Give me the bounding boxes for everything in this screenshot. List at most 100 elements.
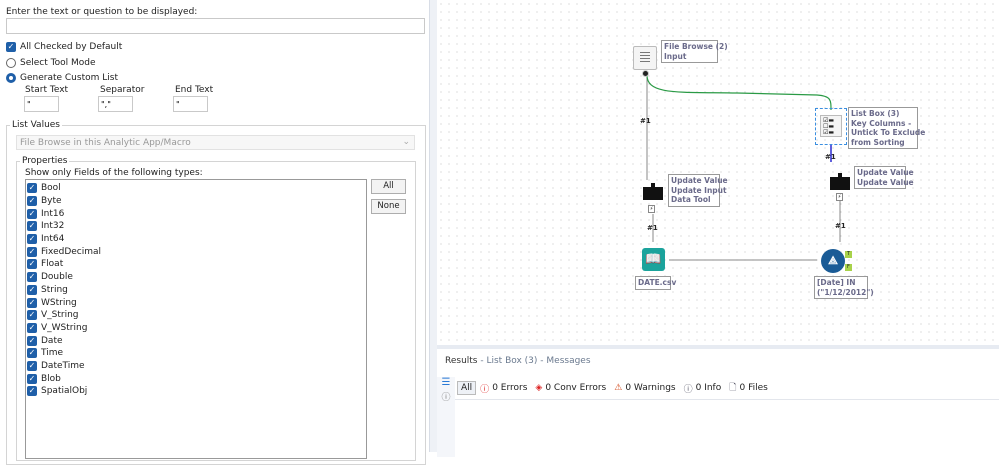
field-type-label: FixedDecimal: [41, 246, 102, 257]
filter-tool-icon[interactable]: ⟁: [821, 249, 845, 273]
checkbox[interactable]: ✓: [27, 246, 37, 257]
field-type-label: String: [41, 284, 68, 295]
checkbox[interactable]: ✓: [27, 297, 37, 308]
update-value-left-label: Update Value Update Input Data Tool: [668, 174, 728, 207]
results-breadcrumb: - List Box (3) - Messages: [480, 356, 591, 366]
field-type-item[interactable]: ✓ V_WString: [27, 322, 365, 335]
field-type-label: Blob: [41, 373, 61, 384]
update-value-tool-left[interactable]: [643, 183, 663, 200]
results-title: Results: [445, 356, 478, 366]
conv-errors-filter[interactable]: ◈0 Conv Errors: [535, 383, 606, 393]
filter-label: [Date] IN ("1/12/2012"): [814, 276, 874, 299]
show-only-label: Show only Fields of the following types:: [25, 168, 203, 178]
all-button[interactable]: All: [371, 179, 406, 194]
field-type-item[interactable]: ✓ Int16: [27, 207, 365, 220]
checkbox[interactable]: ✓: [27, 310, 37, 321]
checkbox[interactable]: ✓: [27, 196, 37, 207]
checkbox[interactable]: ✓: [27, 348, 37, 359]
connection-line: [646, 74, 832, 111]
connection-label: #1: [647, 224, 658, 232]
all-checked-label: All Checked by Default: [20, 42, 123, 52]
select-tool-mode-label: Select Tool Mode: [20, 58, 96, 68]
checkbox[interactable]: ✓: [27, 284, 37, 295]
conv-error-icon: ◈: [535, 383, 543, 393]
field-type-item[interactable]: ✓WString: [27, 296, 365, 309]
connection-label: #1: [825, 153, 836, 161]
checkbox[interactable]: ✓: [27, 259, 37, 270]
configuration-panel: Enter the text or question to be display…: [0, 0, 430, 465]
files-count: 0 Files: [739, 383, 768, 393]
field-type-label: V_String: [41, 310, 79, 321]
checkbox[interactable]: ✓: [27, 335, 37, 346]
checkbox[interactable]: ✓: [27, 221, 37, 232]
true-anchor[interactable]: T: [845, 251, 852, 258]
false-anchor[interactable]: F: [845, 264, 852, 271]
update-value-tool-right[interactable]: [830, 173, 850, 190]
prompt-label: Enter the text or question to be display…: [6, 7, 198, 17]
checkbox[interactable]: ✓: [27, 272, 37, 283]
lightning-anchor[interactable]: ⚡: [648, 205, 655, 213]
field-type-item[interactable]: ✓ Int64: [27, 233, 365, 246]
field-type-label: Int64: [41, 234, 65, 245]
none-button[interactable]: None: [371, 199, 406, 214]
field-type-label: Float: [41, 259, 64, 270]
checkbox[interactable]: ✓: [27, 234, 37, 245]
info-icon: ⓘ: [683, 384, 693, 395]
book-input-icon[interactable]: 📖: [642, 248, 665, 271]
field-type-item[interactable]: ✓Bool: [27, 182, 365, 195]
prompt-input[interactable]: [6, 18, 425, 34]
start-text-label: Start Text: [25, 85, 69, 95]
field-type-item[interactable]: ✓DateTime: [27, 360, 365, 373]
workflow-canvas[interactable]: File Browse (2) Input #1 ☑▬☐▬☑▬ List Box…: [437, 0, 999, 345]
field-type-label: Int16: [41, 208, 65, 219]
error-icon: ⓘ: [480, 384, 490, 395]
results-sidebar: ☰ ⓘ: [437, 377, 455, 457]
field-type-item[interactable]: ✓ FixedDecimal: [27, 245, 365, 258]
field-type-item[interactable]: ✓ Time: [27, 347, 365, 360]
list-view-icon[interactable]: ☰: [441, 377, 451, 388]
list-box-tool[interactable]: ☑▬☐▬☑▬: [815, 108, 847, 145]
field-type-item[interactable]: ✓Int32: [27, 220, 365, 233]
field-type-label: Time: [41, 348, 64, 359]
field-type-item[interactable]: ✓Double: [27, 271, 365, 284]
field-type-item[interactable]: ✓SpatialObj: [27, 385, 365, 398]
separator-input[interactable]: [98, 96, 133, 112]
files-filter[interactable]: 🗋0 Files: [729, 380, 768, 396]
checkbox[interactable]: ✓: [27, 322, 37, 333]
checkbox[interactable]: ✓: [27, 360, 37, 371]
list-values-select[interactable]: File Browse in this Analytic App/Macro ⌄: [16, 135, 415, 150]
errors-count: 0 Errors: [492, 383, 528, 393]
warnings-count: 0 Warnings: [625, 383, 676, 393]
field-type-item[interactable]: ✓ V_String: [27, 309, 365, 322]
end-text-input[interactable]: [173, 96, 208, 112]
all-filter-button[interactable]: All: [457, 381, 477, 395]
field-type-item[interactable]: ✓Date: [27, 334, 365, 347]
warnings-filter[interactable]: ⚠0 Warnings: [614, 383, 675, 393]
field-type-label: V_WString: [41, 322, 88, 333]
start-text-input[interactable]: [24, 96, 59, 112]
lightning-anchor[interactable]: ⚡: [836, 193, 843, 201]
generate-custom-list-radio[interactable]: [6, 73, 16, 83]
field-type-item[interactable]: ✓ String: [27, 284, 365, 297]
output-anchor[interactable]: [642, 70, 649, 77]
panel-splitter[interactable]: [430, 0, 437, 452]
checkbox[interactable]: ✓: [27, 208, 37, 219]
select-tool-mode-radio[interactable]: [6, 58, 16, 68]
chevron-down-icon: ⌄: [402, 137, 410, 147]
field-type-item[interactable]: ✓ Float: [27, 258, 365, 271]
checkbox[interactable]: ✓: [27, 373, 37, 384]
document-icon: [640, 52, 650, 64]
list-box-label: List Box (3) Key Columns - Untick To Exc…: [848, 107, 925, 149]
checkbox[interactable]: ✓: [27, 183, 37, 194]
field-type-item[interactable]: ✓Byte: [27, 195, 365, 208]
help-icon[interactable]: ⓘ: [441, 393, 451, 403]
all-checked-checkbox[interactable]: ✓: [6, 42, 16, 52]
generate-custom-list-label: Generate Custom List: [20, 73, 118, 83]
file-browse-tool[interactable]: [633, 46, 657, 70]
field-types-list[interactable]: ✓Bool✓Byte✓Int16✓Int32✓Int64✓FixedDecima…: [25, 179, 367, 459]
divider: [455, 399, 999, 400]
field-type-item[interactable]: ✓ Blob: [27, 372, 365, 385]
checkbox[interactable]: ✓: [27, 386, 37, 397]
